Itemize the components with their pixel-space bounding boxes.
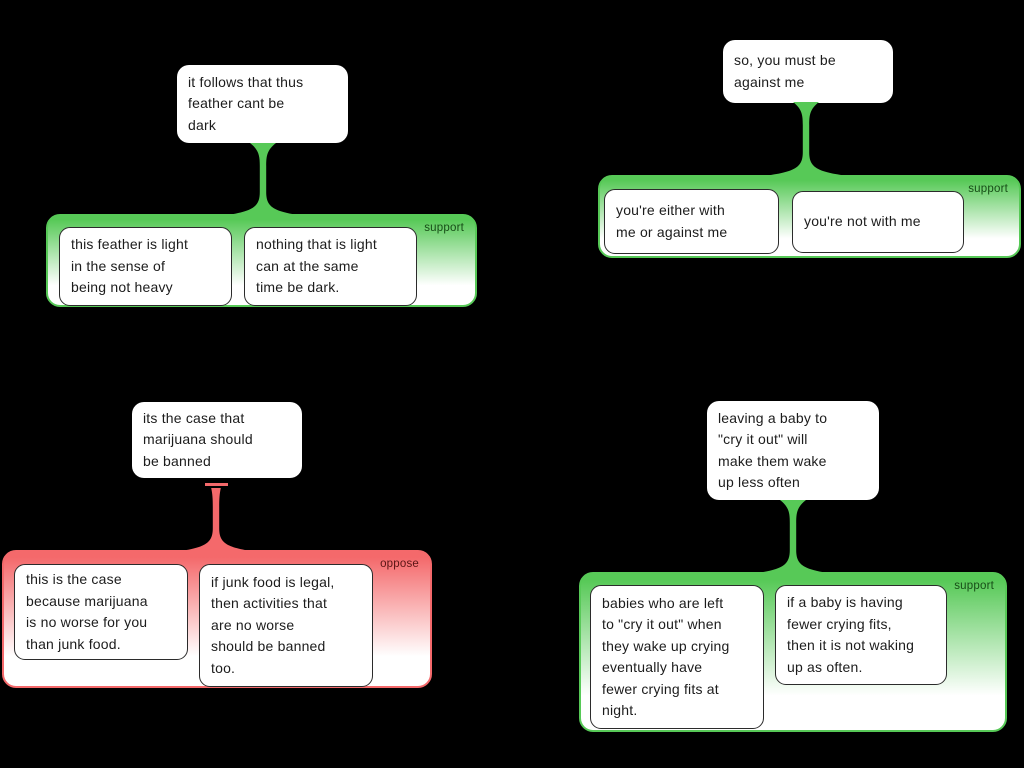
support-group[interactable]: support this feather is light in the sen… bbox=[46, 214, 477, 307]
oppose-group[interactable]: oppose this is the case because marijuan… bbox=[2, 550, 432, 688]
premise-box[interactable]: if junk food is legal, then activities t… bbox=[199, 564, 373, 687]
oppose-edge-bar[interactable] bbox=[205, 483, 228, 486]
premise-box[interactable]: this is the case because marijuana is no… bbox=[14, 564, 188, 660]
support-edge[interactable] bbox=[761, 102, 851, 176]
support-label: support bbox=[424, 222, 464, 234]
premise-box[interactable]: you're either with me or against me bbox=[604, 189, 779, 254]
premise-box[interactable]: if a baby is having fewer crying fits, t… bbox=[775, 585, 947, 685]
premise-box[interactable]: babies who are left to "cry it out" when… bbox=[590, 585, 764, 729]
premise-box[interactable]: nothing that is light can at the same ti… bbox=[244, 227, 417, 306]
support-group[interactable]: support you're either with me or against… bbox=[598, 175, 1021, 258]
conclusion-box-cry-it-out[interactable]: leaving a baby to "cry it out" will make… bbox=[707, 401, 879, 500]
support-edge[interactable] bbox=[218, 143, 308, 216]
support-edge[interactable] bbox=[748, 500, 838, 574]
support-label: support bbox=[954, 580, 994, 592]
support-group[interactable]: support babies who are left to "cry it o… bbox=[579, 572, 1007, 732]
oppose-edge[interactable] bbox=[171, 488, 261, 552]
premise-box[interactable]: you're not with me bbox=[792, 191, 964, 253]
conclusion-box-against-me[interactable]: so, you must be against me bbox=[723, 40, 893, 103]
conclusion-box-marijuana[interactable]: its the case that marijuana should be ba… bbox=[132, 402, 302, 478]
support-label: support bbox=[968, 183, 1008, 195]
oppose-label: oppose bbox=[380, 558, 419, 570]
premise-box[interactable]: this feather is light in the sense of be… bbox=[59, 227, 232, 306]
conclusion-box-feather[interactable]: it follows that thus feather cant be dar… bbox=[177, 65, 348, 143]
